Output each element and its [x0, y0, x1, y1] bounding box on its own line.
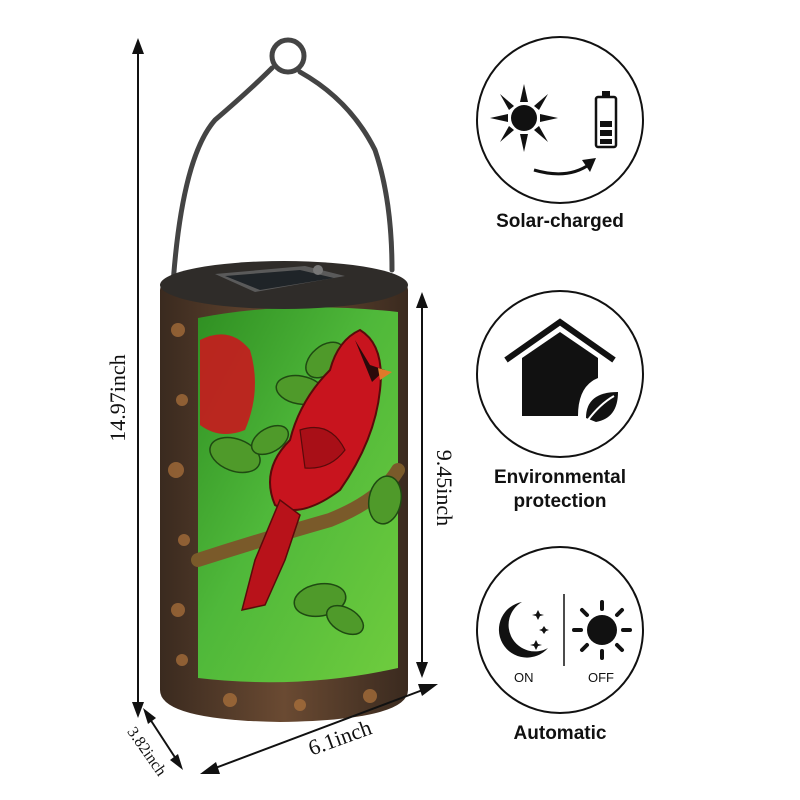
- automatic-feature-circle: ON OFF: [476, 546, 644, 714]
- solar-feature-circle: [476, 36, 644, 204]
- automatic-feature-label: Automatic: [513, 723, 607, 744]
- shade-height-dimension-line: [416, 292, 428, 678]
- on-label: ON: [514, 670, 534, 685]
- house-leaf-icon: [504, 318, 618, 422]
- cardinal-bird: [240, 328, 392, 611]
- moon-sun-icon: [498, 594, 632, 666]
- off-label: OFF: [588, 670, 614, 685]
- environment-feature-label: Environmental protection: [494, 467, 626, 512]
- solar-feature-label: Solar-charged: [496, 211, 624, 232]
- height-dimension-line: [132, 38, 144, 718]
- lantern-handle: [169, 37, 395, 303]
- height-label: 14.97inch: [105, 354, 130, 442]
- red-petal: [200, 334, 255, 434]
- solar-lid: [160, 261, 408, 309]
- depth-dimension-line: [143, 708, 183, 770]
- width-dimension-line: [200, 684, 438, 774]
- shade-height-label: 9.45inch: [432, 449, 457, 527]
- environment-feature-circle: [476, 290, 644, 458]
- lantern-illustration: [132, 37, 438, 774]
- sun-battery-icon: [490, 84, 618, 176]
